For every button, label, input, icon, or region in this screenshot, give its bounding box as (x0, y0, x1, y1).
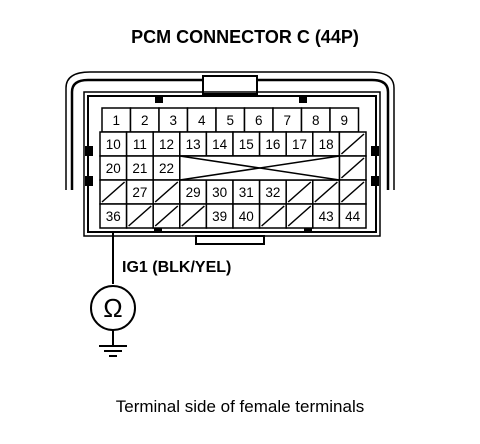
terminal-3 (158, 107, 189, 133)
terminal-number: 21 (132, 161, 147, 176)
unused-cavity-mark (340, 157, 365, 179)
terminal-number: 15 (239, 137, 254, 152)
terminal-number: 30 (212, 185, 227, 200)
terminal-number: 36 (106, 209, 121, 224)
terminal-43 (312, 203, 341, 229)
unused-cavity-mark (287, 205, 312, 227)
terminal-number: 32 (265, 185, 280, 200)
terminal-40 (232, 203, 261, 229)
terminal-number: 44 (345, 209, 361, 224)
terminal-27 (125, 179, 154, 205)
terminal-number: 43 (319, 209, 334, 224)
terminal-number: 29 (186, 185, 201, 200)
terminal-36 (99, 203, 128, 229)
unused-cavity-mark (340, 133, 365, 155)
terminal-number: 11 (133, 137, 147, 152)
ground-icon (99, 330, 127, 357)
terminal-number: 39 (212, 209, 227, 224)
terminal-44 (338, 203, 367, 229)
terminal-number: 27 (132, 185, 147, 200)
unused-cavity-mark (154, 205, 179, 227)
terminal-number: 5 (226, 113, 234, 128)
unused-block-cross (179, 155, 340, 181)
unused-cavity-mark (128, 205, 152, 227)
terminal-18 (312, 131, 341, 157)
wire-label: IG1 (BLK/YEL) (122, 259, 231, 276)
terminal-number: 6 (255, 113, 263, 128)
unused-cavity-mark (287, 181, 312, 203)
terminal-number: 16 (265, 137, 280, 152)
connector-housing (65, 71, 395, 245)
terminal-20 (99, 155, 128, 181)
terminal-number: 2 (141, 113, 149, 128)
terminal-number: 17 (292, 137, 307, 152)
terminal-number: 10 (106, 137, 121, 152)
unused-cavity-mark (340, 181, 365, 203)
unused-cavity-mark (314, 181, 338, 203)
ohmmeter-icon: Ω (90, 285, 136, 331)
diagram-caption: Terminal side of female terminals (116, 397, 364, 416)
unused-cavity-mark (101, 181, 126, 203)
terminal-12 (152, 131, 181, 157)
terminal-number: 12 (159, 137, 174, 152)
terminal-number: 40 (239, 209, 254, 224)
ohm-symbol: Ω (103, 293, 122, 323)
terminal-number: 7 (283, 113, 291, 128)
terminal-number: 1 (112, 113, 120, 128)
terminal-1 (101, 107, 132, 133)
terminal-number: 31 (239, 185, 254, 200)
diagram-title: PCM CONNECTOR C (44P) (131, 27, 359, 47)
terminal-number: 22 (159, 161, 174, 176)
terminal-number: 13 (186, 137, 201, 152)
terminal-17 (285, 131, 314, 157)
terminal-number: 4 (198, 113, 206, 128)
terminal-number: 20 (106, 161, 121, 176)
unused-cavity-mark (181, 205, 205, 227)
unused-cavity-mark (261, 205, 285, 227)
terminal-number: 18 (319, 137, 334, 152)
terminal-number: 9 (340, 113, 348, 128)
terminal-number: 3 (169, 113, 177, 128)
terminal-number: 14 (212, 137, 228, 152)
terminal-number: 8 (312, 113, 320, 128)
unused-cavity-mark (154, 181, 179, 203)
